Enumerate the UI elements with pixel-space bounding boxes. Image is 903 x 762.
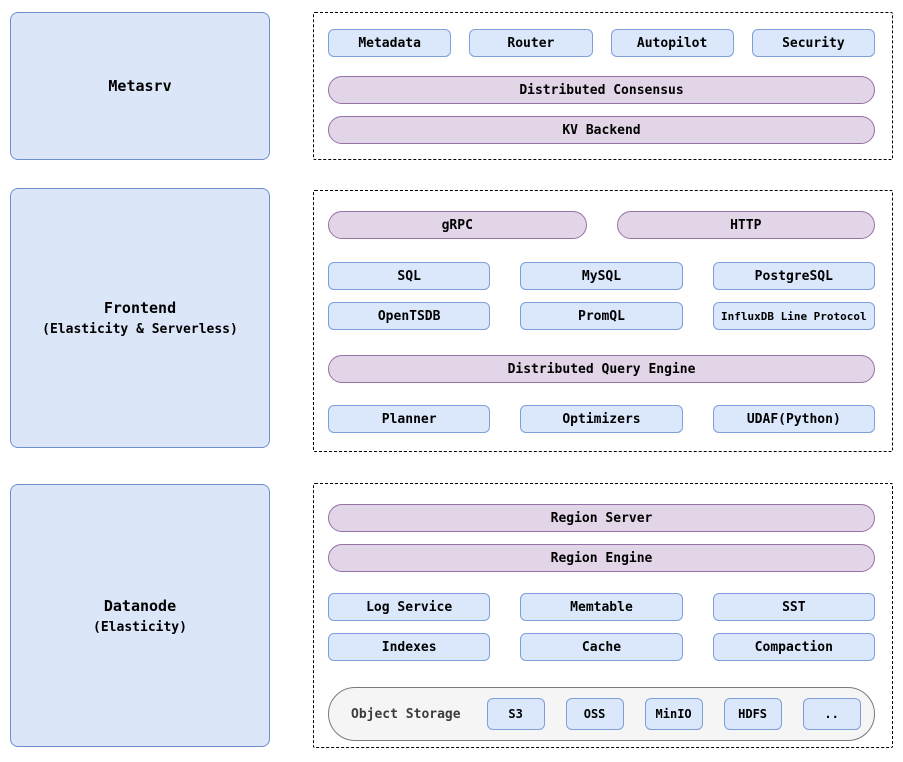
box-planner: Planner — [328, 405, 491, 433]
box-cache: Cache — [520, 633, 683, 661]
box-hdfs: HDFS — [723, 698, 782, 730]
metasrv-title: Metasrv — [108, 77, 172, 95]
box-promql: PromQL — [520, 302, 683, 330]
frontend-apis-grid: SQL MySQL PostgreSQL OpenTSDB PromQL Inf… — [328, 262, 875, 330]
metasrv-group-box: Metasrv — [10, 12, 270, 160]
box-oss: OSS — [565, 698, 624, 730]
datanode-title: Datanode — [103, 596, 177, 615]
object-storage-container: Object Storage S3 OSS MinIO HDFS .. — [328, 687, 875, 741]
frontend-protocols-row: gRPC HTTP — [328, 211, 875, 239]
box-udaf-python: UDAF(Python) — [712, 405, 875, 433]
box-influxdb-line-protocol: InfluxDB Line Protocol — [712, 302, 875, 330]
box-postgresql: PostgreSQL — [712, 262, 875, 290]
metasrv-panel: Metadata Router Autopilot Security Distr… — [313, 12, 893, 160]
frontend-query-components-row: Planner Optimizers UDAF(Python) — [328, 405, 875, 433]
box-log-service: Log Service — [328, 593, 491, 621]
frontend-panel: gRPC HTTP SQL MySQL PostgreSQL OpenTSDB … — [313, 190, 893, 452]
object-storage-backends-row: S3 OSS MinIO HDFS .. — [486, 698, 861, 730]
box-sql: SQL — [328, 262, 491, 290]
pill-distributed-consensus: Distributed Consensus — [328, 76, 875, 104]
box-router: Router — [469, 29, 593, 57]
datanode-components-grid: Log Service Memtable SST Indexes Cache C… — [328, 593, 875, 661]
box-metadata: Metadata — [328, 29, 452, 57]
frontend-group-box: Frontend (Elasticity & Serverless) — [10, 188, 270, 448]
pill-region-server: Region Server — [328, 504, 875, 532]
box-minio: MinIO — [644, 698, 703, 730]
box-compaction: Compaction — [712, 633, 875, 661]
frontend-title: Frontend — [103, 299, 177, 317]
pill-grpc: gRPC — [328, 211, 587, 239]
box-opentsdb: OpenTSDB — [328, 302, 491, 330]
box-s3: S3 — [486, 698, 545, 730]
box-sst: SST — [712, 593, 875, 621]
datanode-panel: Region Server Region Engine Log Service … — [313, 483, 893, 748]
datanode-subtitle: (Elasticity) — [93, 619, 187, 635]
frontend-subtitle: (Elasticity & Serverless) — [42, 322, 238, 337]
box-other-storage: .. — [802, 698, 861, 730]
box-autopilot: Autopilot — [610, 29, 734, 57]
object-storage-label: Object Storage — [351, 706, 461, 722]
pill-http: HTTP — [616, 211, 875, 239]
datanode-group-box: Datanode (Elasticity) — [10, 484, 270, 747]
box-indexes: Indexes — [328, 633, 491, 661]
pill-distributed-query-engine: Distributed Query Engine — [328, 355, 875, 383]
box-security: Security — [751, 29, 875, 57]
pill-region-engine: Region Engine — [328, 544, 875, 572]
box-mysql: MySQL — [520, 262, 683, 290]
pill-kv-backend: KV Backend — [328, 116, 875, 144]
box-optimizers: Optimizers — [520, 405, 683, 433]
metasrv-modules-row: Metadata Router Autopilot Security — [328, 29, 875, 57]
box-memtable: Memtable — [520, 593, 683, 621]
